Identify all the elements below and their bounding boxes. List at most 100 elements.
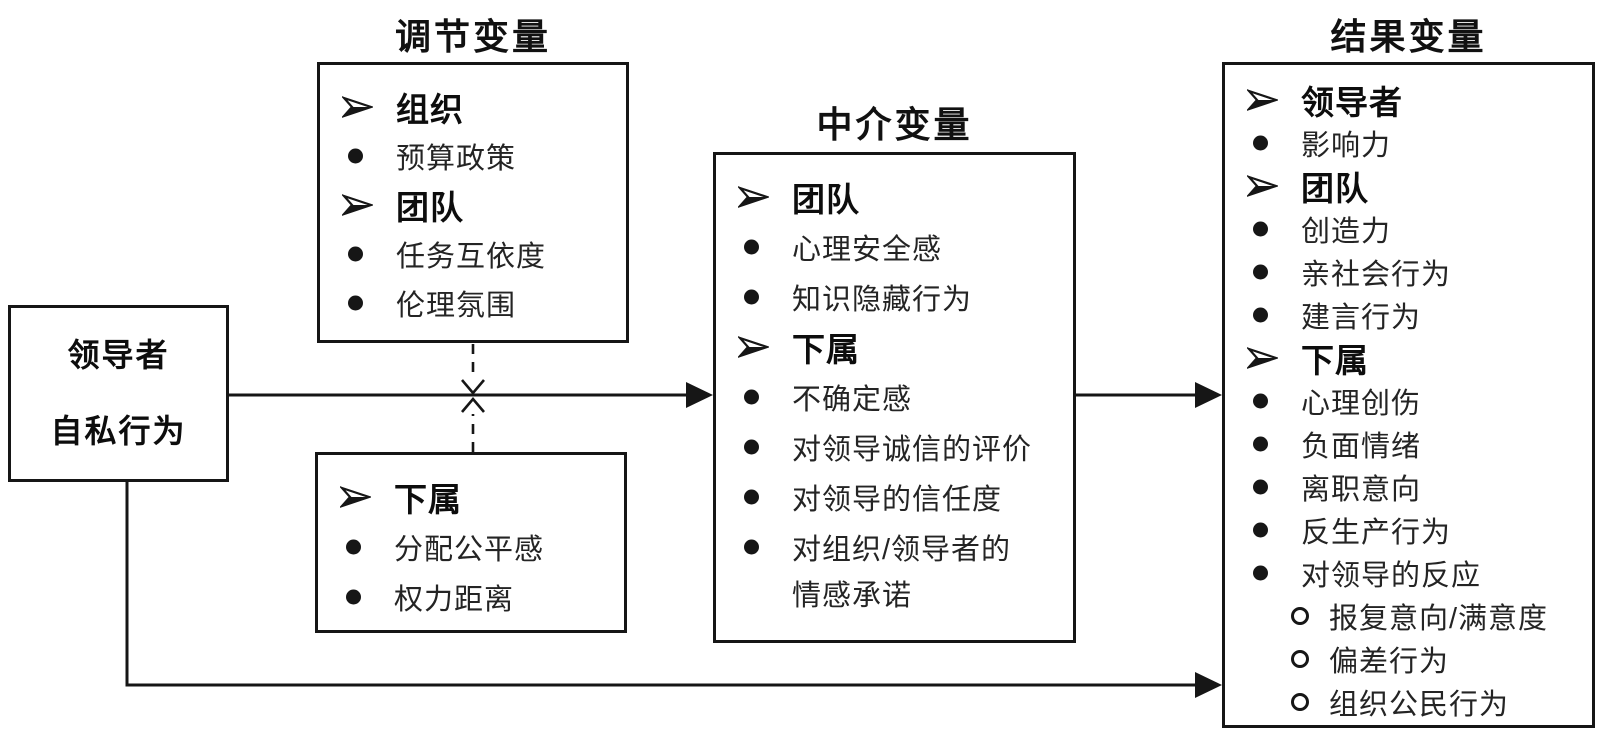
dot-bullet-icon — [1253, 221, 1268, 236]
list-item-label: 团队 — [1301, 169, 1369, 207]
list-item-label: 对领导诚信的评价 — [792, 434, 1033, 466]
dot-bullet-icon — [744, 439, 759, 455]
arrowhead-icon — [1195, 672, 1222, 698]
arrowhead-icon — [1195, 382, 1222, 408]
list-item: 反生产行为 — [1225, 508, 1592, 551]
list-item-label: 团队 — [792, 181, 860, 218]
list-item-label: 分配公平感 — [394, 534, 545, 566]
antecedent-label-line1: 领导者 — [67, 336, 170, 373]
list-item-label: 组织公民行为 — [1329, 688, 1510, 721]
list-item: 分配公平感 — [318, 522, 624, 572]
list-item-label: 权力距离 — [394, 584, 515, 616]
list-item: 知识隐藏行为 — [716, 272, 1073, 322]
mediator-to-outcome-arrow — [1076, 382, 1222, 408]
dot-bullet-icon — [1253, 307, 1268, 322]
list-item: 对领导的信任度 — [716, 472, 1073, 522]
list-item: 心理创伤 — [1225, 379, 1592, 422]
list-item: 团队 — [1225, 164, 1592, 207]
list-item-label: 亲社会行为 — [1301, 258, 1452, 291]
list-item: 建言行为 — [1225, 293, 1592, 336]
list-item: 预算政策 — [320, 131, 626, 180]
list-item-label: 心理创伤 — [1301, 387, 1422, 420]
list-item-label: 下属 — [1301, 341, 1369, 379]
arrowhead-bullet-icon — [1245, 345, 1280, 371]
list-item-label: 负面情绪 — [1301, 430, 1422, 463]
arrowhead-bullet-icon — [1245, 87, 1280, 113]
list-item-label: 任务互依度 — [396, 240, 547, 273]
list-item-label: 预算政策 — [396, 142, 517, 175]
list-item-label: 离职意向 — [1301, 473, 1422, 506]
dot-bullet-icon — [348, 148, 363, 163]
mediator-variables-title: 中介变量 — [816, 104, 973, 145]
arrowhead-bullet-icon — [340, 94, 375, 120]
arrowhead-bullet-icon — [338, 484, 373, 510]
outcome-box: 领导者 影响力 团队 创造力 亲社会行为 建言行为 下属 心理创伤 — [1222, 62, 1595, 728]
list-item-label: 对领导的信任度 — [792, 484, 1003, 516]
list-item-label: 下属 — [394, 481, 462, 518]
list-item: 伦理氛围 — [320, 278, 626, 327]
circle-bullet-icon — [1291, 606, 1309, 625]
list-item-label: 影响力 — [1301, 129, 1392, 162]
dot-bullet-icon — [744, 239, 759, 255]
list-item-label: 知识隐藏行为 — [792, 284, 973, 316]
list-item: 离职意向 — [1225, 465, 1592, 508]
dot-bullet-icon — [1253, 565, 1268, 580]
arrowhead-icon — [686, 382, 713, 408]
arrowhead-bullet-icon — [736, 184, 771, 210]
list-item-label: 对领导的反应 — [1301, 559, 1482, 592]
list-item: 对组织/领导者的 — [716, 522, 1073, 572]
moderator-subordinate-box: 下属 分配公平感 权力距离 — [315, 452, 627, 633]
list-item: 团队 — [716, 172, 1073, 222]
list-item: 权力距离 — [318, 572, 624, 622]
list-item-label: 不确定感 — [792, 384, 913, 416]
dot-bullet-icon — [744, 489, 759, 505]
list-item-label: 报复意向/满意度 — [1329, 602, 1549, 635]
dot-bullet-icon — [1253, 135, 1268, 150]
list-item: 偏差行为 — [1225, 637, 1592, 680]
list-item-label: 心理安全感 — [792, 234, 943, 266]
list-item: 报复意向/满意度 — [1225, 594, 1592, 637]
arrowhead-bullet-icon — [736, 334, 771, 360]
list-item-label: 偏差行为 — [1329, 645, 1450, 678]
list-item: 亲社会行为 — [1225, 250, 1592, 293]
list-item-label: 反生产行为 — [1301, 516, 1452, 549]
mediator-box: 团队 心理安全感 知识隐藏行为 下属 不确定感 对领导诚信的评价 对领导的信任度 — [713, 152, 1076, 643]
list-item-label: 创造力 — [1301, 215, 1392, 248]
list-item-label: 伦理氛围 — [396, 289, 517, 322]
dot-bullet-icon — [1253, 264, 1268, 279]
list-item-label: 领导者 — [1301, 83, 1403, 121]
dot-bullet-icon — [744, 539, 759, 555]
dot-bullet-icon — [346, 589, 361, 605]
list-item-label: 建言行为 — [1301, 301, 1422, 334]
arrowhead-bullet-icon — [340, 192, 375, 218]
list-item: 下属 — [1225, 336, 1592, 379]
moderation-arrow-bottom — [461, 396, 485, 452]
list-item: 创造力 — [1225, 207, 1592, 250]
dot-bullet-icon — [348, 295, 363, 310]
list-item: 组织 — [320, 82, 626, 131]
antecedent-label-line2: 自私行为 — [50, 412, 187, 449]
list-item: 下属 — [318, 472, 624, 522]
list-item-label: 情感承诺 — [792, 579, 913, 612]
antecedent-box: 领导者 自私行为 — [8, 305, 229, 482]
open-arrowhead-icon — [461, 396, 485, 413]
list-item: 组织公民行为 — [1225, 680, 1592, 723]
dot-bullet-icon — [1253, 522, 1268, 537]
list-item: 心理安全感 — [716, 222, 1073, 272]
list-item: 领导者 — [1225, 78, 1592, 121]
list-item: 不确定感 — [716, 372, 1073, 422]
antecedent-to-mediator-arrow — [228, 382, 713, 408]
dot-bullet-icon — [744, 389, 759, 405]
list-item: 负面情绪 — [1225, 422, 1592, 465]
dot-bullet-icon — [1253, 479, 1268, 494]
list-item: 下属 — [716, 322, 1073, 372]
dot-bullet-icon — [346, 539, 361, 555]
circle-bullet-icon — [1291, 649, 1309, 668]
outcome-variables-title: 结果变量 — [1330, 16, 1487, 57]
moderation-arrow-top — [461, 344, 485, 396]
open-arrowhead-icon — [461, 379, 485, 396]
list-item-label: 对组织/领导者的 — [792, 534, 1012, 566]
moderator-variables-title: 调节变量 — [394, 16, 551, 57]
dot-bullet-icon — [744, 289, 759, 305]
list-item: 任务互依度 — [320, 229, 626, 278]
